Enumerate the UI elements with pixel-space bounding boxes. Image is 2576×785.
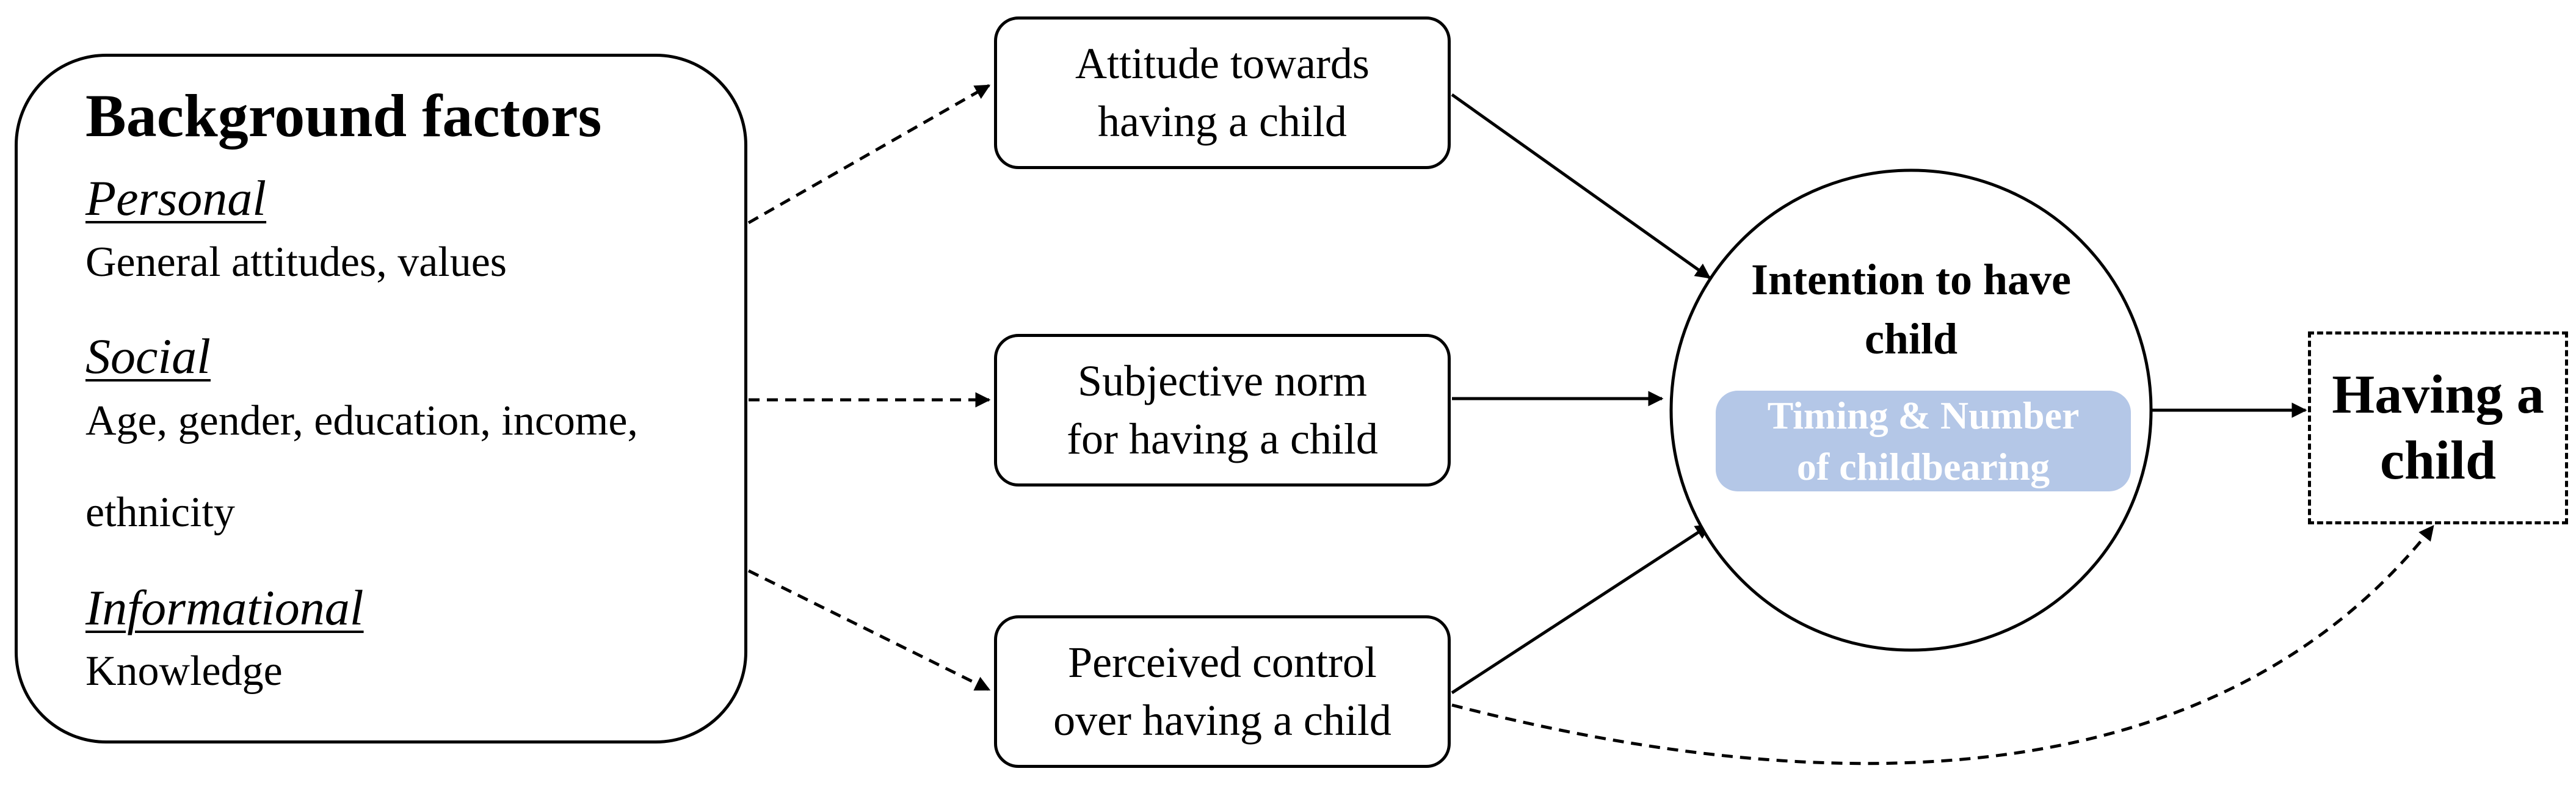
timing-line2: of childbearing [1796,444,2050,488]
background-factors-box [15,54,747,743]
subjective-norm-box: Subjective norm for having a child [994,334,1451,487]
social-text-line1: Age, gender, education, income, [85,397,638,444]
intention-title-line1: Intention to have [1751,255,2072,304]
timing-number-box: Timing & Number of childbearing [1716,391,2131,491]
attitude-box: Attitude towards having a child [994,16,1451,169]
attitude-line2: having a child [1098,97,1347,146]
personal-heading: Personal [85,170,267,226]
arrow-background-to-control [747,569,991,692]
social-heading: Social [85,328,211,384]
having-a-child-box: Having a child [2308,331,2568,524]
outcome-line2: child [2379,430,2497,491]
social-text-line2: ethnicity [85,489,235,536]
outcome-line1: Having a [2332,364,2544,425]
attitude-line1: Attitude towards [1075,38,1370,88]
norm-line1: Subjective norm [1078,356,1367,405]
control-line2: over having a child [1053,696,1391,745]
arrow-background-to-attitude [747,84,991,225]
control-line1: Perceived control [1068,637,1377,687]
arrow-attitude-to-intention [1451,93,1711,280]
intention-title-line2: child [1864,314,1958,364]
timing-line1: Timing & Number [1767,394,2080,438]
personal-text: General attitudes, values [85,239,507,286]
informational-heading: Informational [85,580,364,635]
arrow-control-to-intention [1451,523,1711,695]
norm-line2: for having a child [1067,414,1378,463]
perceived-control-box: Perceived control over having a child [994,615,1451,768]
arrow-control-to-outcome [1451,525,2434,765]
informational-text: Knowledge [85,648,283,695]
background-factors-title: Background factors [85,82,602,150]
intention-title: Intention to have child [1673,250,2149,369]
